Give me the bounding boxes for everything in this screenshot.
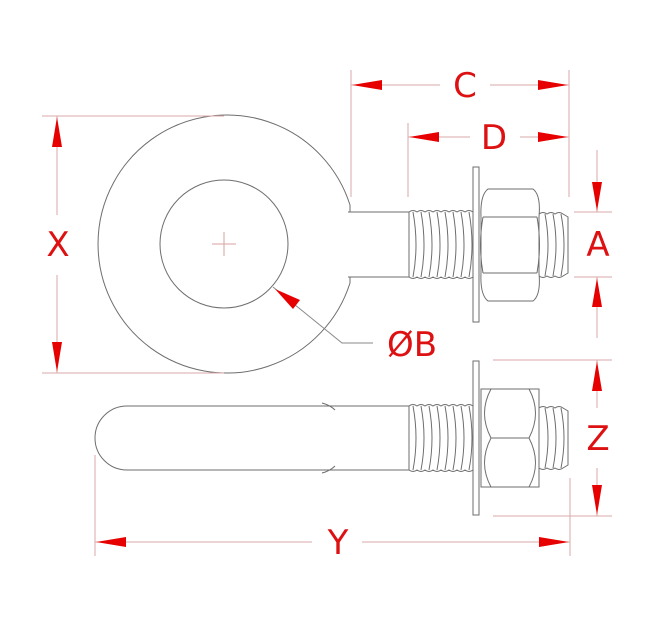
arrow-up-icon	[52, 117, 62, 147]
arrow-left-icon	[96, 537, 126, 547]
arrow-down-icon	[592, 485, 602, 515]
thread-front	[408, 210, 474, 279]
arrow-right-icon	[538, 80, 568, 90]
label-d: D	[476, 121, 512, 155]
label-b: ØB	[382, 328, 442, 362]
eye-inner-hole	[159, 179, 289, 309]
shank	[348, 211, 409, 278]
label-a: A	[582, 228, 614, 262]
label-c: C	[449, 69, 481, 103]
washer-front	[472, 166, 480, 323]
dimension-x	[42, 115, 224, 374]
side-view	[94, 360, 569, 516]
arrow-left-icon	[409, 132, 439, 142]
arrow-down-icon	[52, 342, 62, 372]
arrow-right-icon	[539, 537, 569, 547]
hex-nut-front	[480, 188, 540, 302]
front-view	[97, 114, 569, 374]
arrow-right-icon	[538, 132, 568, 142]
dimension-a	[574, 150, 612, 338]
arrow-leader-icon	[275, 289, 300, 309]
dimension-c	[350, 70, 570, 197]
washer-side	[472, 360, 480, 516]
label-z: Z	[582, 422, 614, 456]
dimension-y	[94, 455, 571, 556]
arrow-up-icon	[592, 361, 602, 391]
thread-end-front	[538, 212, 569, 278]
dimension-b-leader	[272, 286, 373, 344]
arrow-down-icon	[592, 182, 602, 211]
eye-outer-ring	[97, 114, 351, 374]
label-y: Y	[323, 526, 353, 560]
dimension-d	[407, 123, 569, 197]
arrow-up-icon	[592, 278, 602, 307]
label-x: X	[42, 228, 74, 262]
thread-end-side	[538, 406, 569, 470]
dimension-z	[493, 359, 612, 517]
center-mark-icon	[212, 232, 236, 256]
eye-side-body	[94, 405, 409, 471]
thread-side	[408, 404, 474, 472]
hex-nut-side	[480, 388, 540, 488]
arrow-left-icon	[352, 80, 382, 90]
